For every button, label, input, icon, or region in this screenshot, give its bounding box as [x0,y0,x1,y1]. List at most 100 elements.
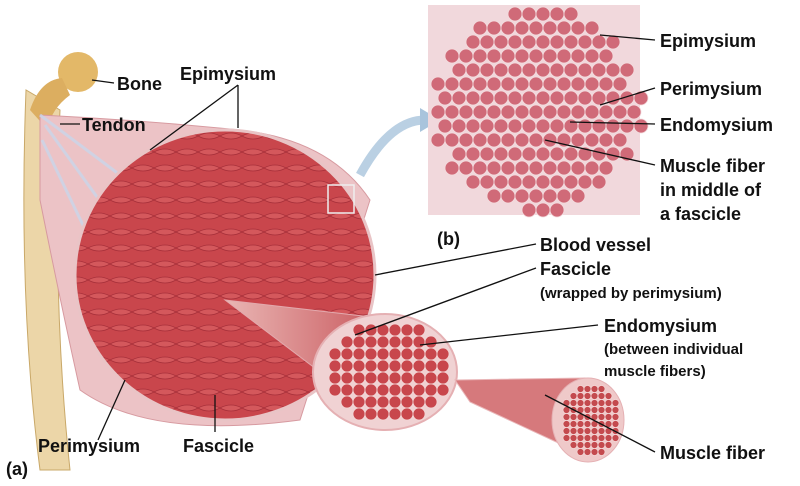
cell-mark [542,188,558,204]
cell-mark [507,118,523,134]
cell-mark [597,399,606,407]
cell-mark [556,160,572,176]
cell-mark [500,188,516,204]
cell-mark [597,448,606,456]
label-fascicle-note: (wrapped by perimysium) [540,285,722,302]
cell-mark [493,174,509,190]
cell-mark [328,359,342,373]
cell-mark [458,132,474,148]
cell-mark [388,359,402,373]
cell-mark [611,406,620,414]
cell-mark [563,90,579,106]
cell-mark [619,118,635,134]
cell-mark [514,188,530,204]
cell-mark [598,132,614,148]
label-epimysium-a: Epimysium [180,64,277,84]
cell-mark [424,383,438,397]
cell-mark [465,62,481,78]
cell-mark [611,399,620,407]
cell-mark [535,174,551,190]
cell-mark [412,395,426,409]
cell-mark [521,90,537,106]
cell-mark [556,76,572,92]
cell-mark [376,395,390,409]
cell-mark [562,434,571,442]
cell-mark [535,90,551,106]
cell-mark [619,62,635,78]
cell-mark [412,407,426,421]
cell-mark [388,335,402,349]
cell-mark [576,420,585,428]
cell-mark [549,202,565,218]
cell-mark [577,174,593,190]
cell-mark [352,407,366,421]
cell-mark [597,406,606,414]
cell-mark [486,76,502,92]
cell-mark [514,132,530,148]
cell-mark [486,188,502,204]
cell-mark [549,118,565,134]
cell-mark [412,371,426,385]
cell-mark [604,406,613,414]
cell-mark [486,160,502,176]
cell-mark [486,48,502,64]
cell-mark [535,202,551,218]
cell-mark [472,132,488,148]
cell-mark [328,383,342,397]
cell-mark [340,359,354,373]
cell-mark [528,132,544,148]
cell-mark [328,347,342,361]
cell-mark [479,174,495,190]
label-perimysium-b: Perimysium [660,79,763,99]
cell-mark [352,359,366,373]
cell-mark [451,62,467,78]
cell-mark [598,104,614,120]
cell-mark [340,395,354,409]
cell-mark [514,76,530,92]
cell-mark [458,48,474,64]
cell-mark [388,347,402,361]
cell-mark [444,132,460,148]
cell-mark [437,118,453,134]
cell-mark [400,347,414,361]
cell-mark [376,407,390,421]
label-muscle-fiber-b-1: Muscle fiber [660,156,766,176]
cell-mark [590,399,599,407]
cell-mark [570,132,586,148]
cell-mark [500,160,516,176]
cell-mark [528,104,544,120]
cell-mark [436,371,450,385]
cell-mark [507,146,523,162]
cell-mark [556,104,572,120]
cell-mark [535,6,551,22]
cell-mark [590,406,599,414]
cell-mark [591,34,607,50]
cell-mark [549,146,565,162]
cell-mark [388,407,402,421]
cell-mark [549,6,565,22]
cell-mark [400,371,414,385]
cell-mark [583,392,592,400]
cell-mark [528,188,544,204]
label-muscle-fiber-b-3: a fascicle [660,204,742,224]
cell-mark [451,146,467,162]
cell-mark [556,48,572,64]
cell-mark [500,76,516,92]
cell-mark [569,392,578,400]
cell-mark [576,399,585,407]
cell-mark [611,420,620,428]
cell-mark [583,420,592,428]
cell-mark [430,104,446,120]
cell-mark [500,48,516,64]
cell-mark [612,76,628,92]
cell-mark [556,188,572,204]
cell-mark [576,392,585,400]
cell-mark [612,104,628,120]
cell-mark [569,441,578,449]
cell-mark [388,383,402,397]
leader-lines [60,34,656,453]
cell-mark [458,104,474,120]
cell-mark [570,104,586,120]
cell-mark [514,48,530,64]
cell-mark [388,323,402,337]
